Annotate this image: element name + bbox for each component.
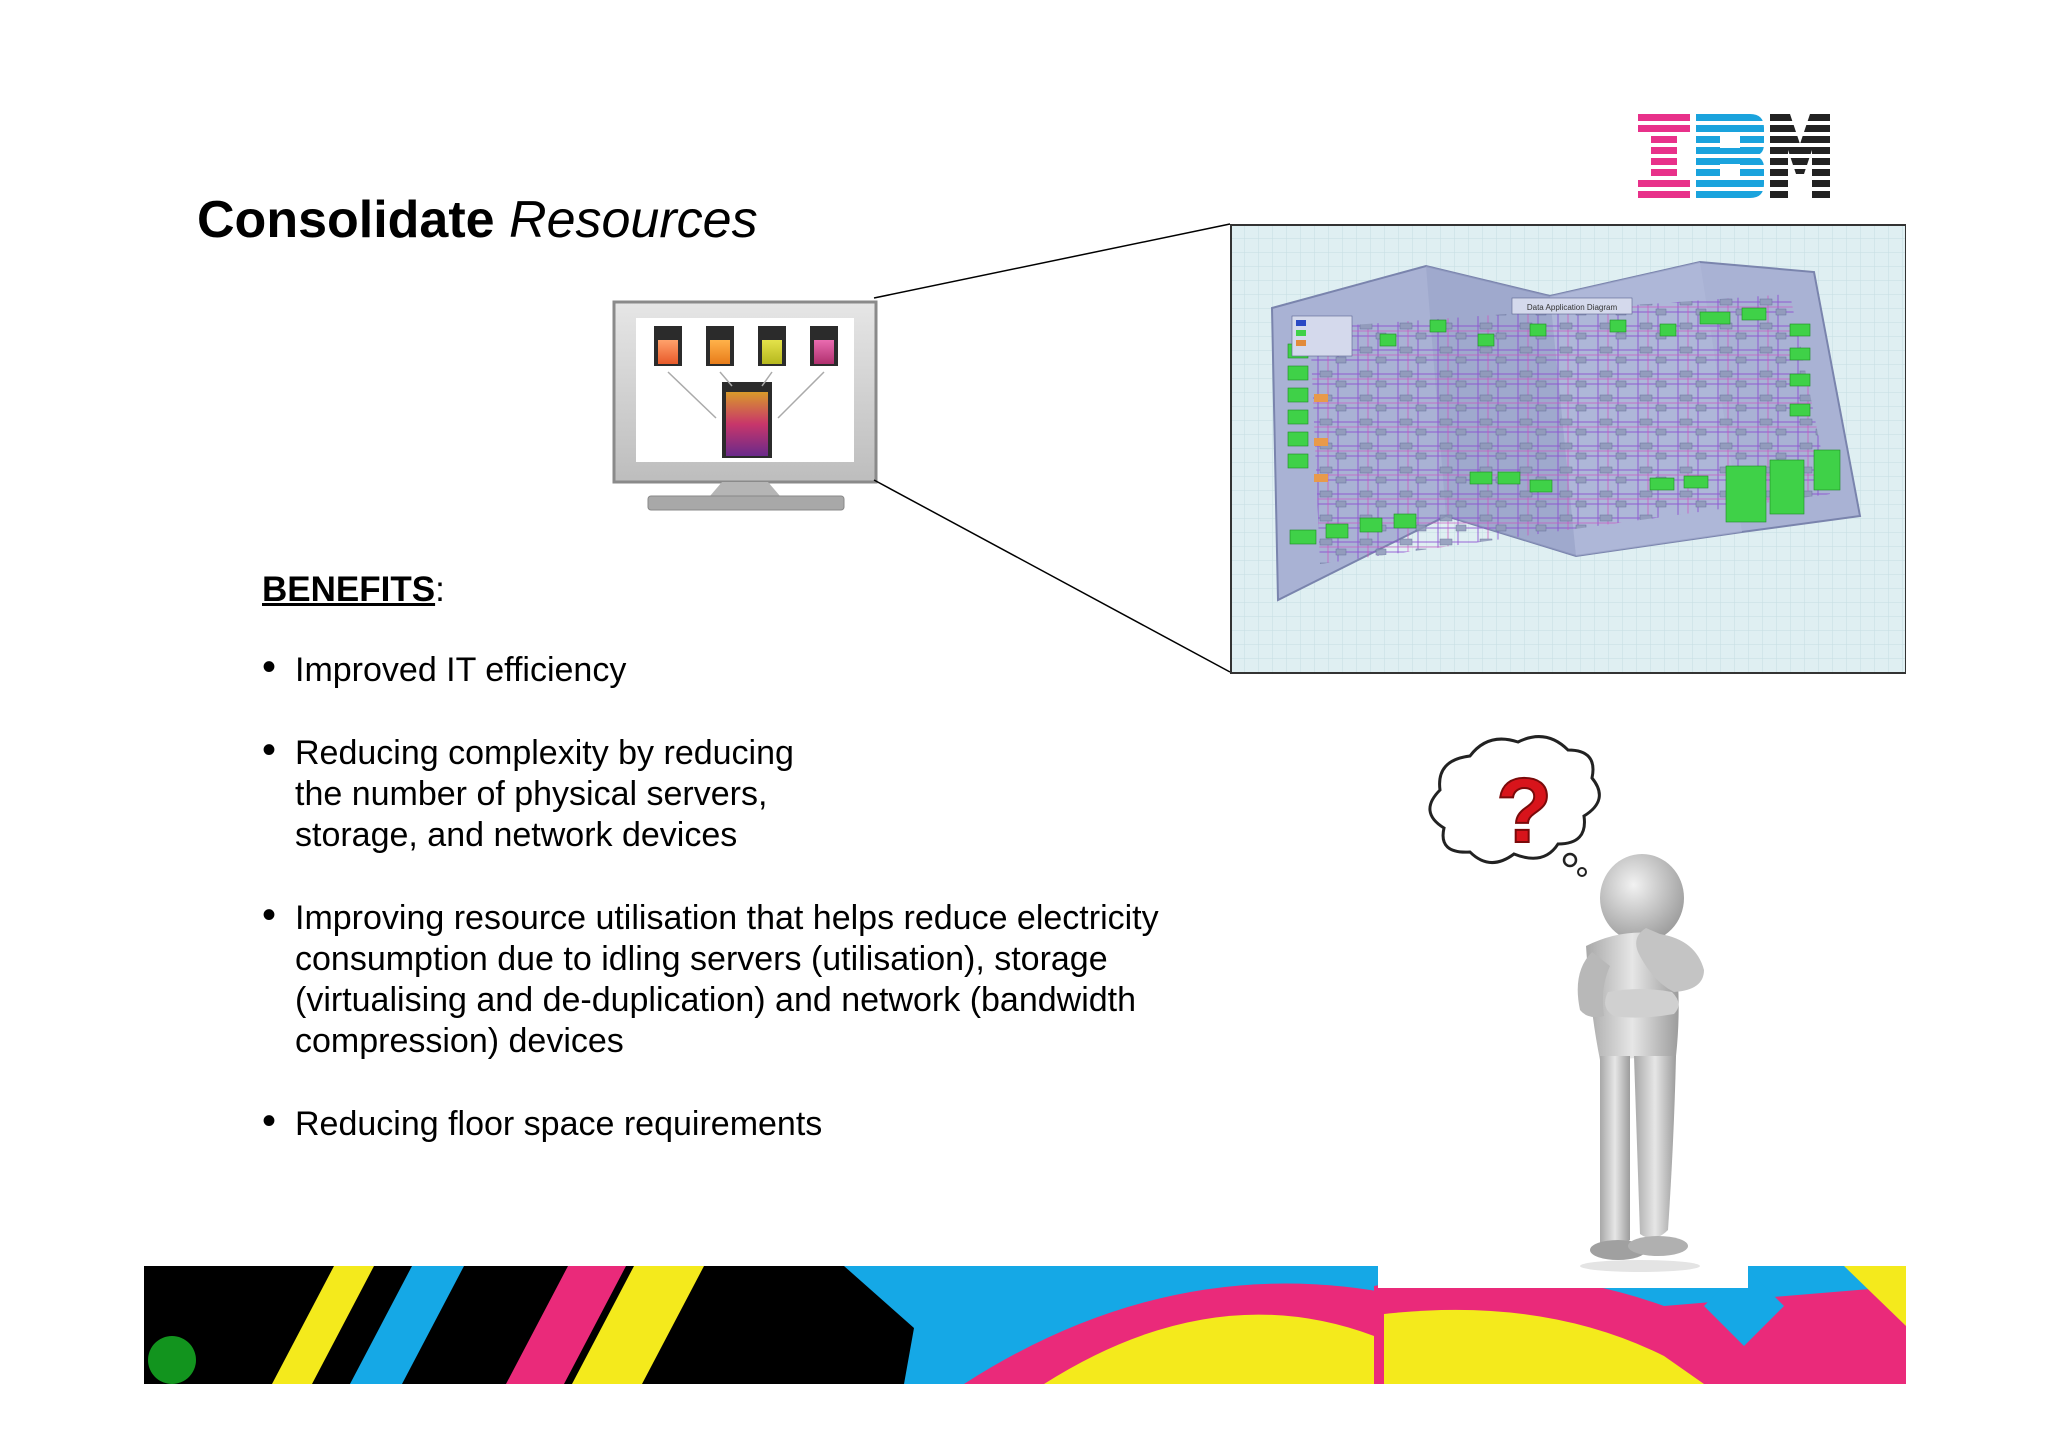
bullet-line: compression) devices bbox=[295, 1022, 624, 1060]
benefits-heading: BENEFITS: bbox=[262, 568, 445, 612]
list-item: • Improving resource utilisation that he… bbox=[262, 893, 1222, 1062]
benefits-colon: : bbox=[435, 570, 445, 609]
bullet-icon: • bbox=[262, 893, 277, 937]
thinking-person-illustration: ? bbox=[1378, 720, 1748, 1288]
title-italic: Resources bbox=[509, 191, 758, 249]
bullet-line: Improved IT efficiency bbox=[295, 651, 627, 689]
bullet-line: Reducing complexity by reducing bbox=[295, 734, 794, 772]
ibm-logo bbox=[1638, 114, 1830, 198]
list-item: • Improved IT efficiency bbox=[262, 645, 1222, 691]
bullet-icon: • bbox=[262, 1099, 277, 1143]
bullet-line: Improving resource utilisation that help… bbox=[295, 899, 1159, 937]
network-map-illustration: Data Application Diagram bbox=[1230, 224, 1906, 674]
list-item: • Reducing floor space requirements bbox=[262, 1099, 1222, 1145]
bullet-icon: • bbox=[262, 728, 277, 772]
zoom-connector-lines bbox=[873, 223, 1231, 673]
slide-title: Consolidate Resources bbox=[197, 188, 758, 252]
map-title: Data Application Diagram bbox=[1527, 303, 1618, 312]
list-item: • Reducing complexity by reducing the nu… bbox=[262, 728, 1222, 856]
bullet-line: the number of physical servers, bbox=[295, 775, 768, 813]
title-bold: Consolidate bbox=[197, 191, 495, 249]
bullet-line: (virtualising and de-duplication) and ne… bbox=[295, 981, 1137, 1019]
question-mark-icon: ? bbox=[1496, 760, 1552, 862]
bullet-line: consumption due to idling servers (utili… bbox=[295, 940, 1108, 978]
bullet-icon: • bbox=[262, 645, 277, 689]
benefits-label: BENEFITS bbox=[262, 570, 436, 609]
monitor-servers-illustration bbox=[612, 300, 878, 511]
benefits-list: • Improved IT efficiency • Reducing comp… bbox=[262, 645, 1222, 1187]
bullet-line: storage, and network devices bbox=[295, 816, 738, 854]
bullet-line: Reducing floor space requirements bbox=[295, 1105, 823, 1143]
